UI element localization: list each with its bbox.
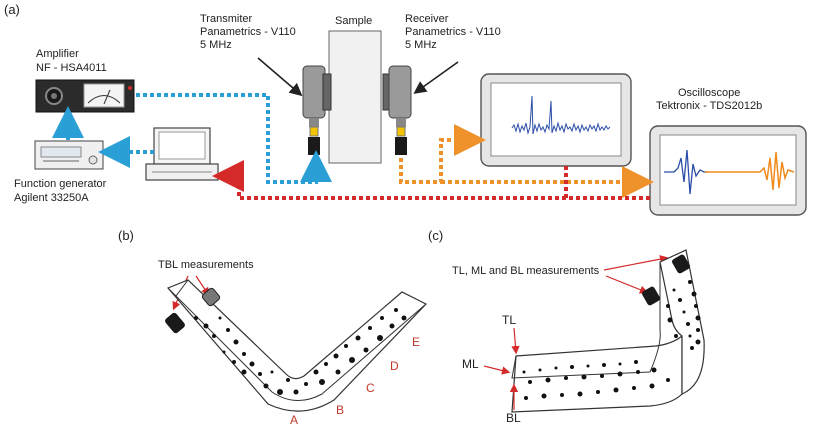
link-receiver-to-display	[399, 124, 486, 184]
measurement-dots-c	[522, 280, 701, 400]
ml-pointer	[483, 365, 511, 375]
transmitter-pointer-arrow	[257, 57, 303, 97]
receiver-frequency: 5 MHz	[405, 39, 437, 51]
oscilloscope-device: Oscilloscope Tektronix - TDS2012b	[649, 87, 807, 216]
transmitter-label: Transmiter	[200, 13, 252, 25]
measurement-dots-b	[194, 308, 407, 395]
panel-label-c: (c)	[428, 228, 443, 243]
position-label-c: C	[366, 381, 375, 395]
transmitter-transducer	[302, 65, 332, 155]
receiver-transducer	[382, 65, 412, 155]
receiver-pointer-arrow	[413, 61, 459, 94]
link-oscilloscope-to-computer	[212, 160, 650, 200]
function-generator-device: Function generator Agilent 33250A	[14, 140, 107, 204]
transducer-c-1	[672, 254, 690, 274]
position-label-b: B	[336, 403, 344, 417]
transmitter-frequency: 5 MHz	[200, 39, 232, 51]
panel-label-b: (b)	[118, 228, 134, 243]
amplifier-label: Amplifier	[36, 48, 79, 60]
position-label-a: A	[290, 413, 298, 427]
transducer-b-2	[201, 287, 221, 307]
amplifier-model: NF - HSA4011	[36, 62, 107, 74]
transducer-b-1	[165, 312, 185, 334]
computer-icon	[145, 127, 219, 181]
receiver-model: Panametrics - V110	[405, 26, 501, 38]
function-generator-label: Function generator	[14, 178, 107, 190]
received-signal-trace	[705, 151, 795, 191]
l-shaped-specimen: TL ML BL	[462, 249, 705, 425]
oscilloscope-model: Tektronix - TDS2012b	[656, 100, 762, 112]
sample-block: Sample	[328, 15, 382, 164]
bl-label: BL	[506, 411, 521, 425]
transmitted-signal-trace	[664, 149, 708, 195]
link-amplifier-to-transmitter	[136, 93, 332, 184]
tl-label: TL	[502, 313, 516, 327]
sample-label: Sample	[335, 15, 372, 27]
c-pointer-1	[603, 255, 669, 271]
receiver-label: Receiver	[405, 13, 449, 25]
v-shaped-specimen: A B C D E	[165, 279, 427, 427]
transmitter-model: Panametrics - V110	[200, 26, 296, 38]
tl-ml-bl-annotation: TL, ML and BL measurements	[452, 265, 600, 277]
oscilloscope-label: Oscilloscope	[678, 87, 740, 99]
transducer-c-2	[642, 286, 660, 306]
amplifier-device: Amplifier NF - HSA4011	[35, 48, 135, 113]
panel-label-a: (a)	[4, 2, 20, 17]
tl-pointer	[511, 327, 520, 355]
position-label-d: D	[390, 359, 399, 373]
ml-label: ML	[462, 357, 479, 371]
noisy-signal-trace	[511, 95, 611, 135]
signal-display	[480, 73, 632, 167]
c-pointer-2	[605, 275, 649, 294]
position-label-e: E	[412, 335, 420, 349]
tbl-annotation: TBL measurements	[158, 259, 254, 271]
function-generator-model: Agilent 33250A	[14, 192, 89, 204]
tbl-pointer-2	[195, 275, 210, 296]
